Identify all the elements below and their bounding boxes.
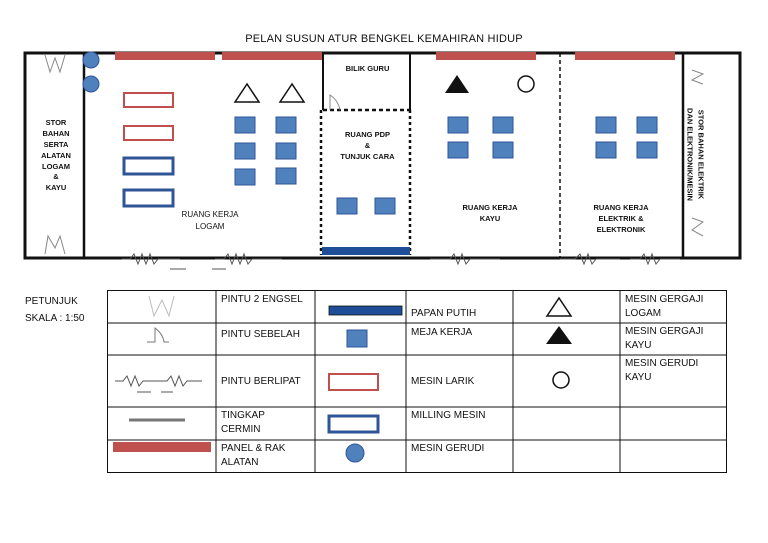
label-ruang-kayu: RUANG KERJA KAYU [462,203,518,223]
mesin-larik-icon [328,373,379,391]
panel-rak [575,52,675,60]
mesin-larik [123,125,174,141]
legend-pintu-2-engsel: PINTU 2 ENGSEL [221,294,303,305]
meja-kerja [275,142,297,160]
panel-rak [222,52,322,60]
mesin-gerudi-icon [345,443,365,463]
pintu-berlipat-icon [215,252,282,266]
outer-wall [23,51,742,260]
pintu-2-engsel-icon [148,295,175,318]
legend-heading: PETUNJUK SKALA : 1:50 [25,293,85,327]
legend-mesin-larik: MESIN LARIK [411,376,475,387]
mesin-gergaji-kayu [445,75,469,93]
pintu-berlipat-icon [630,252,680,266]
legend-pintu-sebelah: PINTU SEBELAH [221,329,300,340]
meja-kerja [234,168,256,186]
legend-milling-mesin: MILLING MESIN [411,410,486,421]
meja-kerja [336,197,358,215]
pintu-2-engsel-icon [691,217,705,237]
mesin-gerudi [82,51,100,69]
milling-mesin [122,156,175,176]
meja-kerja [492,116,514,134]
legend-meja-kerja: MEJA KERJA [411,327,473,338]
legend-title: PETUNJUK [25,296,78,307]
legend-mesin-gerudi: MESIN GERUDI [411,443,485,454]
meja-kerja [234,116,256,134]
pintu-2-engsel-icon [690,69,705,85]
label-ruang-elektrik: RUANG KERJA ELEKTRIK & ELEKTRONIK [593,203,649,234]
legend-mesin-gergaji-logam: MESIN GERGAJI LOGAM [625,294,704,319]
pintu-sebelah-icon [329,94,341,111]
plan-title: PELAN SUSUN ATUR BENGKEL KEMAHIRAN HIDUP [245,33,523,45]
meja-kerja [595,141,617,159]
legend-pintu-berlipat: PINTU BERLIPAT [221,376,301,387]
legend-scale: SKALA : 1:50 [25,313,85,324]
pintu-berlipat-icon [115,374,202,388]
panel-rak [436,52,536,60]
pintu-2-engsel-icon [44,234,66,255]
meja-kerja [275,167,297,185]
mesin-gerudi [82,75,100,93]
legend-table: PINTU 2 ENGSEL PINTU SEBELAH PINTU BERLI… [107,290,727,473]
mesin-gergaji-kayu-icon [546,326,572,344]
legend-mesin-gergaji-kayu: MESIN GERGAJI KAYU [625,326,704,351]
milling-mesin-icon [327,414,380,434]
pintu-berlipat-icon [560,252,620,266]
mesin-gergaji-logam-icon [545,296,573,317]
meja-kerja [492,141,514,159]
legend-panel-rak: PANEL & RAK ALATAN [221,443,286,468]
pintu-sebelah-icon [147,326,169,343]
meja-kerja [447,141,469,159]
label-bilik-guru: BILIK GURU [345,64,390,73]
meja-kerja-icon [346,329,368,348]
legend-mesin-gerudi-kayu: MESIN GERUDI KAYU [625,358,699,383]
meja-kerja [275,116,297,134]
pintu-2-engsel-icon [44,54,66,74]
meja-kerja [234,142,256,160]
pintu-berlipat-icon [122,252,180,266]
label-stor-bahan: STOR BAHAN SERTA ALATAN LOGAM & KAYU [41,118,71,193]
panel-rak [115,52,215,60]
meja-kerja [374,197,396,215]
label-ruang-logam: RUANG KERJA LOGAM [181,210,239,231]
mesin-larik [123,92,174,108]
mesin-gergaji-logam [233,82,261,103]
mesin-gerudi-kayu [517,75,535,93]
meja-kerja [636,116,658,134]
label-stor-elektrik: STOR BAHAN ELEKTRIK DAN ELEKTRONIK/MESIN [686,108,706,201]
mesin-gergaji-logam [278,82,306,103]
mesin-gerudi-kayu-icon [552,371,570,389]
pintu-berlipat-icon [430,252,500,266]
legend-tingkap-cermin: TINGKAP CERMIN [221,410,265,435]
meja-kerja [595,116,617,134]
floor-plan [23,51,742,270]
legend-papan-putih: PAPAN PUTIH [411,308,477,319]
papan-putih-icon [328,305,403,316]
label-ruang-pdp: RUANG PDP & TUNJUK CARA [340,130,395,161]
meja-kerja [636,141,658,159]
papan-putih [322,247,410,255]
panel-rak-icon [113,442,211,452]
milling-mesin [122,188,175,208]
meja-kerja [447,116,469,134]
